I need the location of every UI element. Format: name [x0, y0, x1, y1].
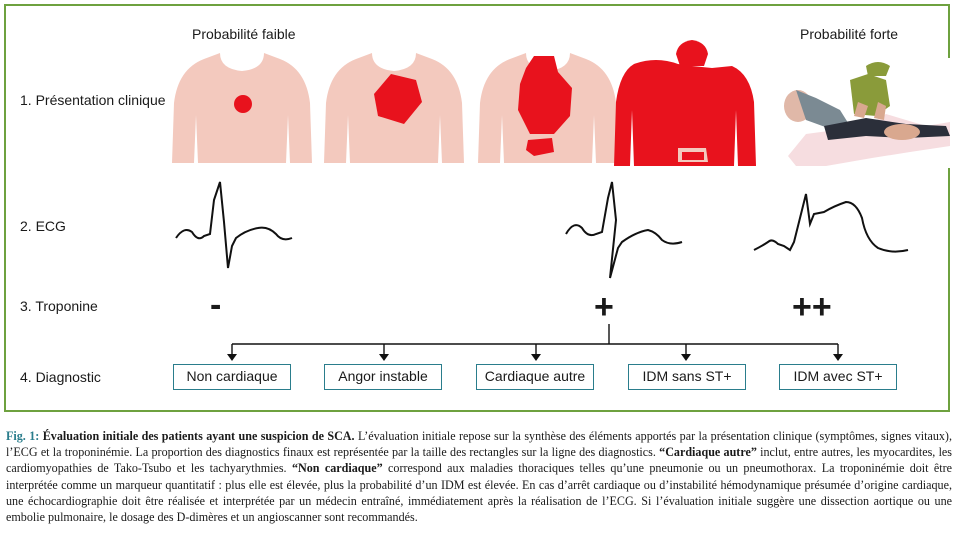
caption-text-1: L’évaluation initiale repose sur la synt… [6, 429, 952, 460]
row-label-troponin: 3. Troponine [20, 298, 98, 314]
troponin-negative: - [210, 286, 222, 324]
torso-radiating-pain [478, 53, 618, 163]
cpr-scene-image [782, 58, 950, 168]
caption-text-2: inclut, entre autres, les myocardites, l… [6, 445, 953, 476]
caption-term-other-cardiac: “Cardiaque autre” [659, 445, 757, 460]
diagnosis-stemi: IDM avec ST+ [779, 364, 897, 390]
caption-text-3: correspond aux maladies thoraciques tell… [6, 461, 953, 525]
diagnosis-arrows [227, 354, 843, 361]
troponin-positive: + [594, 288, 614, 326]
pain-area [518, 56, 572, 134]
row-label-diagnostic: 4. Diagnostic [20, 369, 101, 385]
caption-term-non-cardiac: “Non cardiaque” [291, 461, 383, 476]
torso-extensive-pain [614, 40, 756, 166]
ecg-trace-normal [175, 181, 293, 269]
ecg-trace-stemi [753, 193, 909, 253]
diagnosis-other-cardiac: Cardiaque autre [476, 364, 594, 390]
pain-area [374, 74, 422, 124]
diagnosis-non-cardiac: Non cardiaque [173, 364, 291, 390]
high-probability-label: Probabilité forte [800, 26, 899, 42]
diagnosis-connector [231, 324, 839, 356]
caption-figure-tag: Fig. 1: [6, 429, 40, 443]
troponin-strongly-positive: ++ [792, 288, 832, 326]
caption-title: Évaluation initiale des patients ayant u… [42, 429, 355, 443]
figure-caption: Fig. 1: Évaluation initiale des patients… [6, 428, 952, 525]
ecg-trace-nstemi [565, 181, 683, 279]
torso-low-probability [172, 53, 312, 163]
row-label-ecg: 2. ECG [20, 218, 66, 234]
low-probability-label: Probabilité faible [192, 26, 296, 42]
row-label-clinical: 1. Présentation clinique [20, 92, 166, 108]
figure-graphics [172, 40, 950, 361]
pain-area-lower [526, 138, 554, 156]
figure-frame: Probabilité faible Probabilité forte 1. … [4, 4, 950, 412]
diagnosis-nstemi: IDM sans ST+ [628, 364, 746, 390]
pain-spot [234, 95, 252, 113]
torso-central-pain [324, 53, 464, 163]
diagnosis-unstable-angina: Angor instable [324, 364, 442, 390]
